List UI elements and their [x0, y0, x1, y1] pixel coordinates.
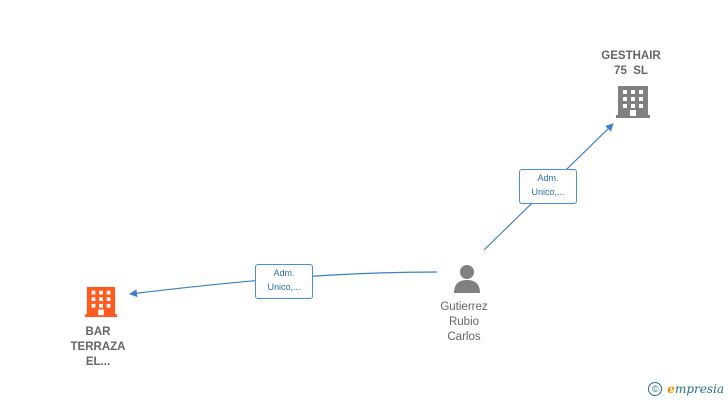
node-label-bar-terraza[interactable]: BAR TERRAZA EL...: [70, 326, 126, 368]
brand-footer: © empresia: [648, 381, 724, 397]
node-label-person[interactable]: Gutierrez Rubio Carlos: [440, 301, 488, 343]
edge-label-gesthair-role[interactable]: Adm. Unico,...: [519, 169, 577, 204]
building-icon-highlighted[interactable]: [85, 285, 117, 319]
person-icon[interactable]: [452, 263, 482, 293]
node-label-gesthair[interactable]: GESTHAIR 75 SL: [601, 50, 661, 77]
brand-logo: empresia: [667, 382, 724, 396]
building-icon[interactable]: [616, 84, 650, 120]
copyright-icon: ©: [648, 382, 663, 396]
edge-label-bar-role[interactable]: Adm. Unico,...: [255, 264, 313, 299]
